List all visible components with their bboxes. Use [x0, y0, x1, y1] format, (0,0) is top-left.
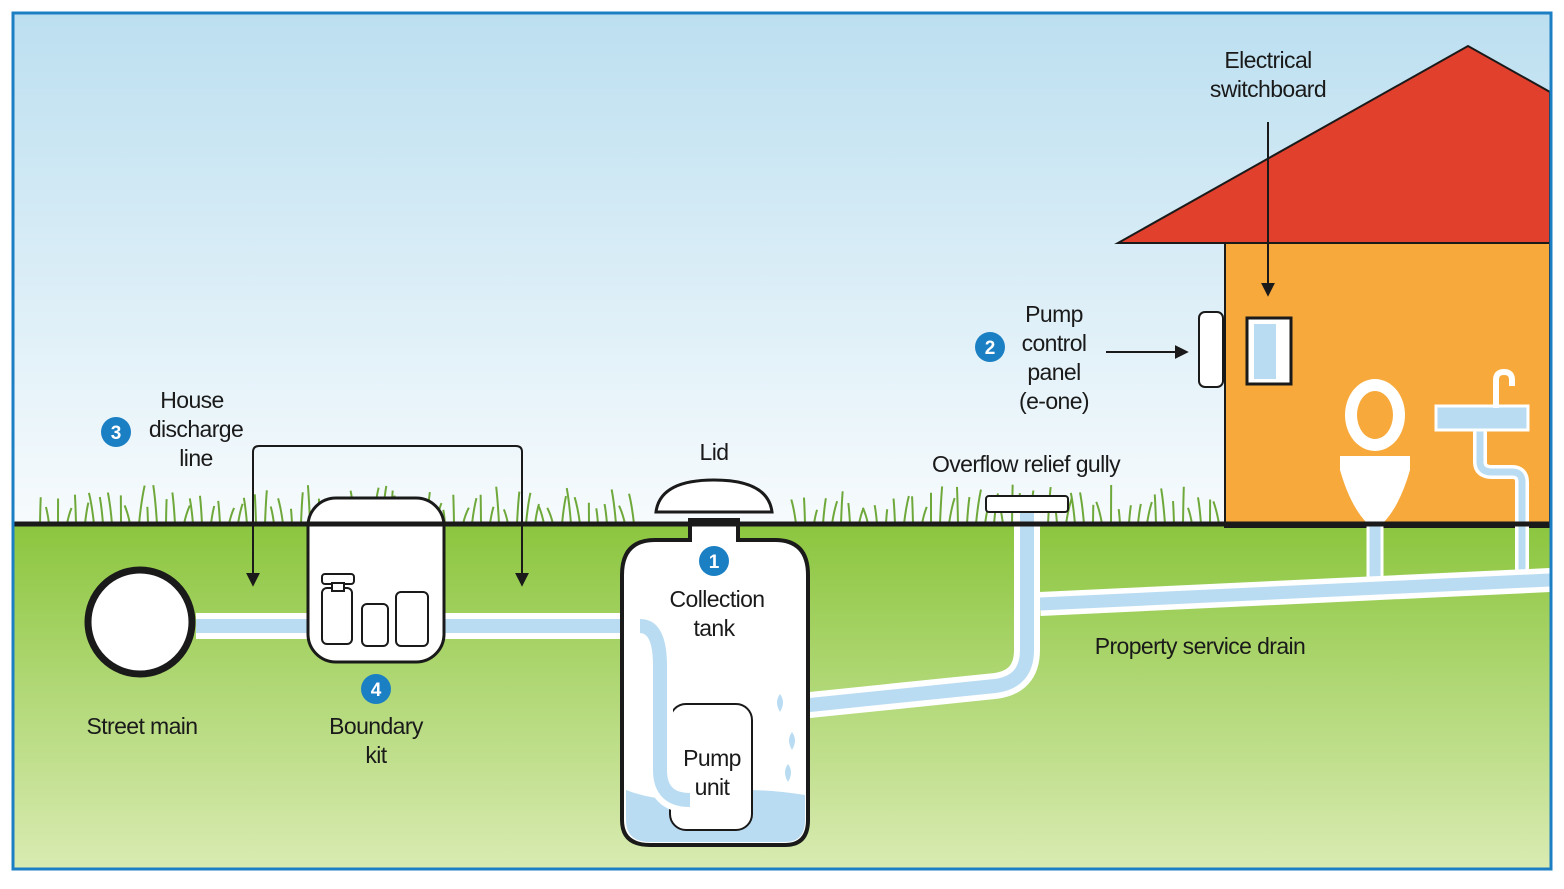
grass-blade: [912, 496, 913, 524]
basin-bowl: [1436, 406, 1528, 430]
svg-text:4: 4: [371, 680, 382, 701]
pump-control-panel-box: [1199, 312, 1223, 387]
toilet-pipe: [1368, 520, 1382, 582]
grass-blade: [453, 495, 454, 524]
label-street-main: Street main: [86, 713, 197, 739]
badge-collection-tank: 1: [699, 546, 729, 576]
label-pump-unit-1: Pump: [683, 745, 741, 771]
label-pump-control-panel-2: control: [1022, 330, 1087, 356]
grass-blade: [1173, 501, 1174, 524]
grass-blade: [147, 507, 148, 524]
svg-text:1: 1: [709, 552, 720, 573]
grass-blade: [1155, 494, 1156, 524]
grass-blade: [1183, 487, 1184, 524]
grass-blade: [40, 497, 41, 524]
grass-blade: [804, 498, 805, 524]
label-pump-control-panel-1: Pump: [1025, 301, 1083, 327]
badge-pump-control-panel: 2: [975, 332, 1005, 362]
toilet-cistern-inner: [1357, 391, 1393, 439]
svg-text:2: 2: [985, 338, 996, 359]
label-overflow-relief-gully: Overflow relief gully: [932, 451, 1121, 477]
label-boundary-kit-2: kit: [365, 742, 387, 768]
svg-text:3: 3: [111, 423, 122, 444]
label-property-service-drain: Property service drain: [1095, 633, 1306, 659]
label-pump-control-panel-4: (e-one): [1019, 388, 1089, 414]
grass-blade: [255, 494, 256, 524]
badge-house-discharge-line: 3: [101, 417, 131, 447]
label-boundary-kit-1: Boundary: [329, 713, 424, 739]
switchboard-panel: [1254, 324, 1276, 379]
label-pump-control-panel-3: panel: [1027, 359, 1080, 385]
label-house-discharge-line-2: discharge: [149, 416, 243, 442]
label-lid: Lid: [700, 439, 729, 465]
gully-grate: [986, 496, 1068, 512]
grass-blade: [957, 487, 958, 524]
label-electrical-switchboard-1: Electrical: [1224, 47, 1311, 73]
grass-blade: [75, 495, 76, 524]
grass-blade: [166, 499, 167, 524]
street-main-pipe: [88, 570, 192, 674]
badge-boundary-kit: 4: [361, 674, 391, 704]
label-collection-tank-2: tank: [693, 615, 735, 641]
label-house-discharge-line-3: line: [179, 445, 212, 471]
label-pump-unit-2: unit: [695, 774, 731, 800]
label-house-discharge-line-1: House: [160, 387, 224, 413]
label-collection-tank-1: Collection: [670, 586, 765, 612]
label-electrical-switchboard-2: switchboard: [1210, 76, 1326, 102]
